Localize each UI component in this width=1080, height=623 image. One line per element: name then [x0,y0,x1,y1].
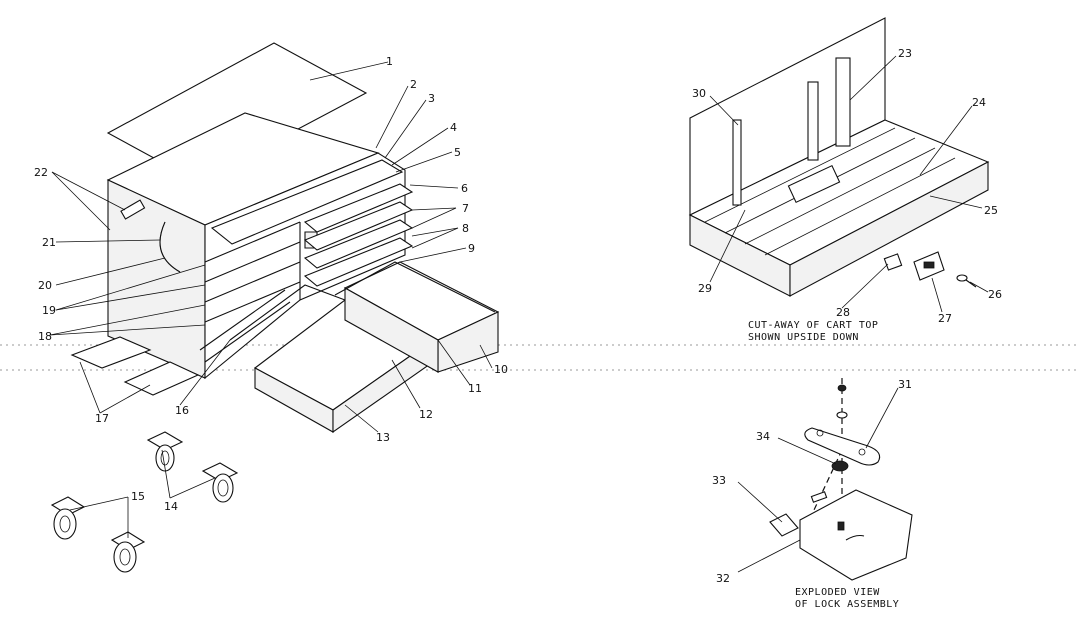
caster-14a [146,431,184,472]
callout-25: 25 [984,204,998,217]
callout-numbers-right-bottom: 31 34 33 32 [712,378,912,585]
callout-16: 16 [175,404,189,417]
callout-24: 24 [972,96,986,109]
callout-11: 11 [468,382,482,395]
callout-numbers-left: 1 2 3 4 5 6 7 8 9 10 11 12 13 14 15 16 1… [34,55,508,513]
leader-lines-right-top [709,55,989,313]
callout-23: 23 [898,47,912,60]
callout-31: 31 [898,378,912,391]
callout-34: 34 [756,430,770,443]
callout-14: 14 [164,500,178,513]
drawer-slides [199,289,291,363]
callout-numbers-right-top: 30 23 24 25 29 28 27 26 [692,47,1002,325]
callout-10: 10 [494,363,508,376]
caster-15b [110,531,146,573]
spacer [831,460,849,472]
callout-28: 28 [836,306,850,319]
side-drawer [334,261,500,373]
bracket-23a [807,81,819,161]
callout-33: 33 [712,474,726,487]
washer-top [837,384,847,392]
callout-3: 3 [428,92,435,105]
cutaway-caption: CUT-AWAY OF CART TOP [748,320,878,331]
callout-27: 27 [938,312,952,325]
bracket-30 [732,119,742,206]
cutaway-caption-sub: SHOWN UPSIDE DOWN [748,332,859,343]
lock-clip [769,513,799,537]
part-26 [956,274,977,288]
callout-26: 26 [988,288,1002,301]
cart-top-cutaway [688,17,990,297]
callout-21: 21 [42,236,56,249]
callout-9: 9 [468,242,475,255]
callout-19: 19 [42,304,56,317]
callout-13: 13 [376,431,390,444]
part-28 [883,253,903,271]
lock-assembly-exploded [769,378,913,581]
tool-cart-assembly [50,42,500,573]
callout-17: 17 [95,412,109,425]
washer [836,411,848,419]
callout-7: 7 [462,202,469,215]
exploded-caption: EXPLODED VIEW [795,587,880,598]
side-lock [120,199,146,220]
callout-6: 6 [461,182,468,195]
caster-14b [201,462,239,503]
lock-base-plate [799,489,913,581]
leader-lines-right-bottom [737,387,899,573]
lock-lever [804,427,881,466]
top-drawer [210,159,404,245]
callout-4: 4 [450,121,457,134]
bracket-23b [835,57,851,147]
callout-29: 29 [698,282,712,295]
callout-1: 1 [386,55,393,68]
cutaway-tray-side [789,161,989,297]
callout-30: 30 [692,87,706,100]
callout-8: 8 [462,222,469,235]
exploded-caption-sub: OF LOCK ASSEMBLY [795,599,899,610]
leader-lines-left [49,61,493,538]
mount-bracket [70,336,152,369]
latch-plate [787,164,841,204]
left-drawer-slots [204,221,301,323]
callout-5: 5 [454,146,461,159]
mount-bracket [123,361,200,396]
part-27 [913,251,945,281]
callout-12: 12 [419,408,433,421]
callout-22: 22 [34,166,48,179]
callout-15: 15 [131,490,145,503]
callout-18: 18 [38,330,52,343]
caster-15a [50,496,86,540]
callout-2: 2 [410,78,417,91]
callout-32: 32 [716,572,730,585]
callout-20: 20 [38,279,52,292]
